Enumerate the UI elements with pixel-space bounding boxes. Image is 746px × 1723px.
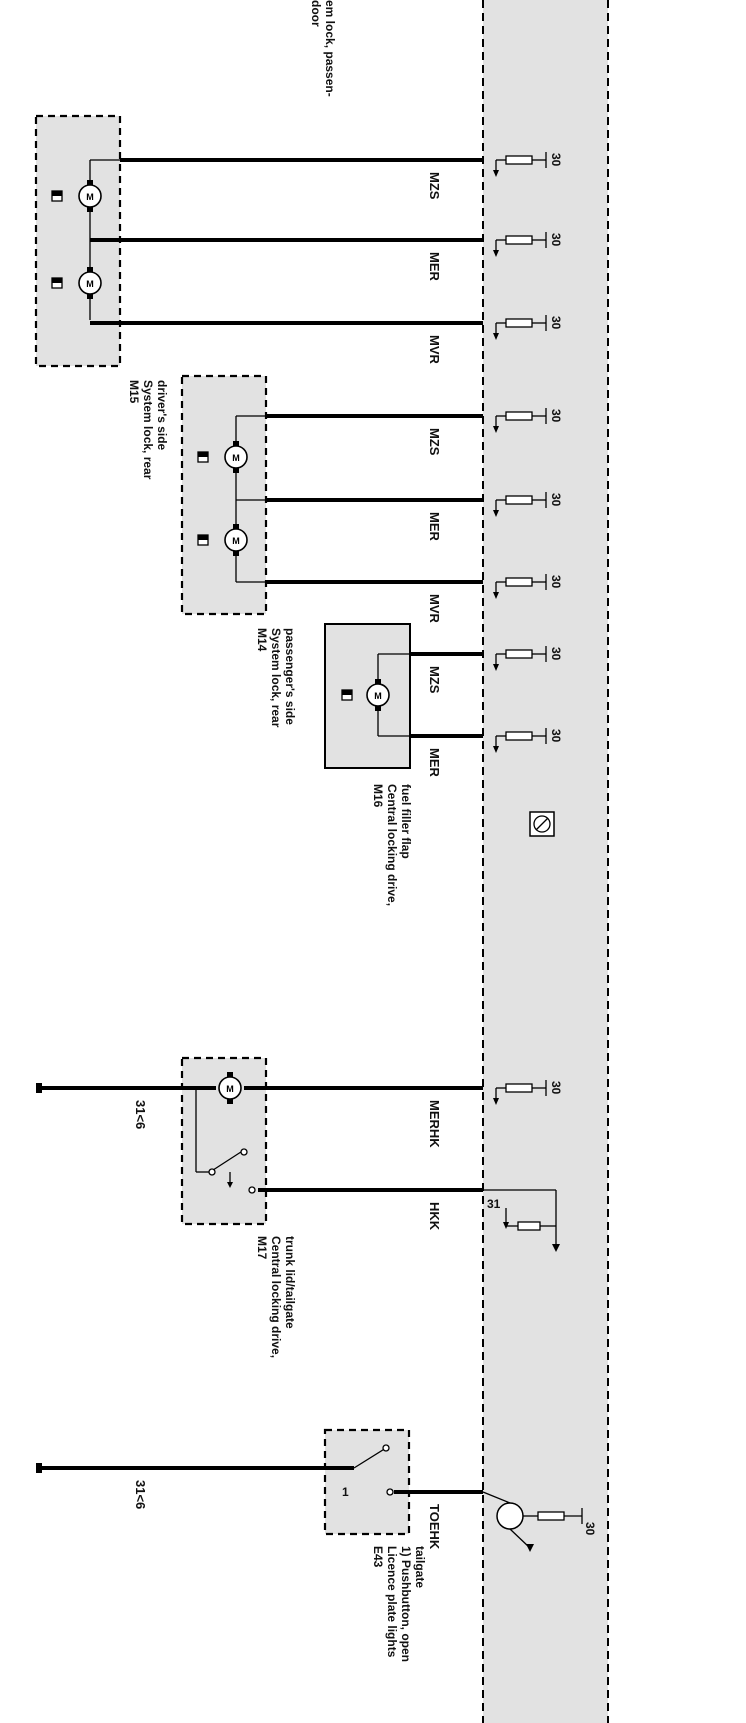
top-caption-line-1: em lock, passen- bbox=[323, 0, 337, 97]
m15-caption: M15 System lock, rear driver's side bbox=[127, 380, 169, 480]
wire-labels: MZS MER MVR MZS MER MVR MZS MER MERHK HKK TOEHK bbox=[427, 172, 442, 1550]
m14-id: M14 bbox=[255, 628, 269, 652]
fuse-pin-label: 30 bbox=[549, 1081, 563, 1095]
e43-id: E43 bbox=[371, 1546, 385, 1568]
e43-name3: tailgate bbox=[413, 1546, 427, 1588]
m14-caption: M14 System lock, rear passenger's side bbox=[255, 628, 297, 728]
wire-label: MER bbox=[427, 512, 442, 542]
m14-name: System lock, rear bbox=[269, 628, 283, 728]
ground-pin-31: 31 bbox=[487, 1197, 501, 1211]
wire-label: TOEHK bbox=[427, 1504, 442, 1550]
e43-ground-label: 31<6 bbox=[133, 1480, 148, 1509]
m15-id: M15 bbox=[127, 380, 141, 404]
top-caption: em lock, passen- door bbox=[309, 0, 337, 97]
m17-id: M17 bbox=[255, 1236, 269, 1260]
wire-label: MZS bbox=[427, 428, 442, 456]
wire-label: MVR bbox=[427, 594, 442, 624]
pin-symbols: 30 30 30 30 30 30 30 30 30 bbox=[492, 151, 563, 1106]
m16-name: Central locking drive, bbox=[385, 784, 399, 906]
m17-ground-label: 31<6 bbox=[133, 1100, 148, 1129]
e43-fuse-pin: 30 bbox=[583, 1522, 597, 1536]
m16-name2: fuel filler flap bbox=[399, 784, 413, 859]
control-unit-icon bbox=[529, 811, 555, 837]
fuse-pin-label: 30 bbox=[549, 233, 563, 247]
module-m17: 31 31<6 M17 Central locking drive, trunk… bbox=[36, 1056, 560, 1358]
m16-caption: M16 Central locking drive, fuel filler f… bbox=[371, 784, 413, 906]
m17-name: Central locking drive, bbox=[269, 1236, 283, 1358]
fuse-pin-label: 30 bbox=[549, 316, 563, 330]
m16-id: M16 bbox=[371, 784, 385, 808]
fuse-pin-label: 30 bbox=[549, 153, 563, 167]
wire-label: MZS bbox=[427, 172, 442, 200]
wire-label: MZS bbox=[427, 666, 442, 694]
module-m15: M15 System lock, rear driver's side bbox=[34, 114, 483, 480]
module-m14: M14 System lock, rear passenger's side bbox=[180, 374, 483, 728]
m15-name: System lock, rear bbox=[141, 380, 155, 480]
e43-caption: E43 Licence plate lights 1) Pushbutton, … bbox=[371, 1546, 427, 1662]
m17-name2: trunk lid/tailgate bbox=[283, 1236, 297, 1329]
wire-label: HKK bbox=[427, 1202, 442, 1231]
wire-label: MER bbox=[427, 252, 442, 282]
fuse-pin-label: 30 bbox=[549, 575, 563, 589]
fuse-pin-label: 30 bbox=[549, 729, 563, 743]
e43-switch-pin: 1 bbox=[342, 1485, 349, 1499]
fuse-pin-label: 30 bbox=[549, 409, 563, 423]
e43-name: Licence plate lights bbox=[385, 1546, 399, 1658]
wire-label: MVR bbox=[427, 335, 442, 365]
control-unit-strip bbox=[482, 0, 609, 1723]
m17-caption: M17 Central locking drive, trunk lid/tai… bbox=[255, 1236, 297, 1358]
m14-name2: passenger's side bbox=[283, 628, 297, 725]
svg-text:31<6: 31<6 bbox=[133, 1480, 148, 1509]
m15-name2: driver's side bbox=[155, 380, 169, 451]
wire-label: MERHK bbox=[427, 1100, 442, 1148]
e43-name2: 1) Pushbutton, open bbox=[399, 1546, 413, 1662]
wire-label: MER bbox=[427, 748, 442, 778]
module-e43: 1 30 31<6 E43 Licence plate lights 1) Pu… bbox=[36, 1428, 597, 1662]
fuse-pin-label: 30 bbox=[549, 493, 563, 507]
svg-text:31<6: 31<6 bbox=[133, 1100, 148, 1129]
top-caption-line-2: door bbox=[309, 0, 323, 27]
module-m16: M16 Central locking drive, fuel filler f… bbox=[324, 623, 483, 906]
fuse-pin-label: 30 bbox=[549, 647, 563, 661]
